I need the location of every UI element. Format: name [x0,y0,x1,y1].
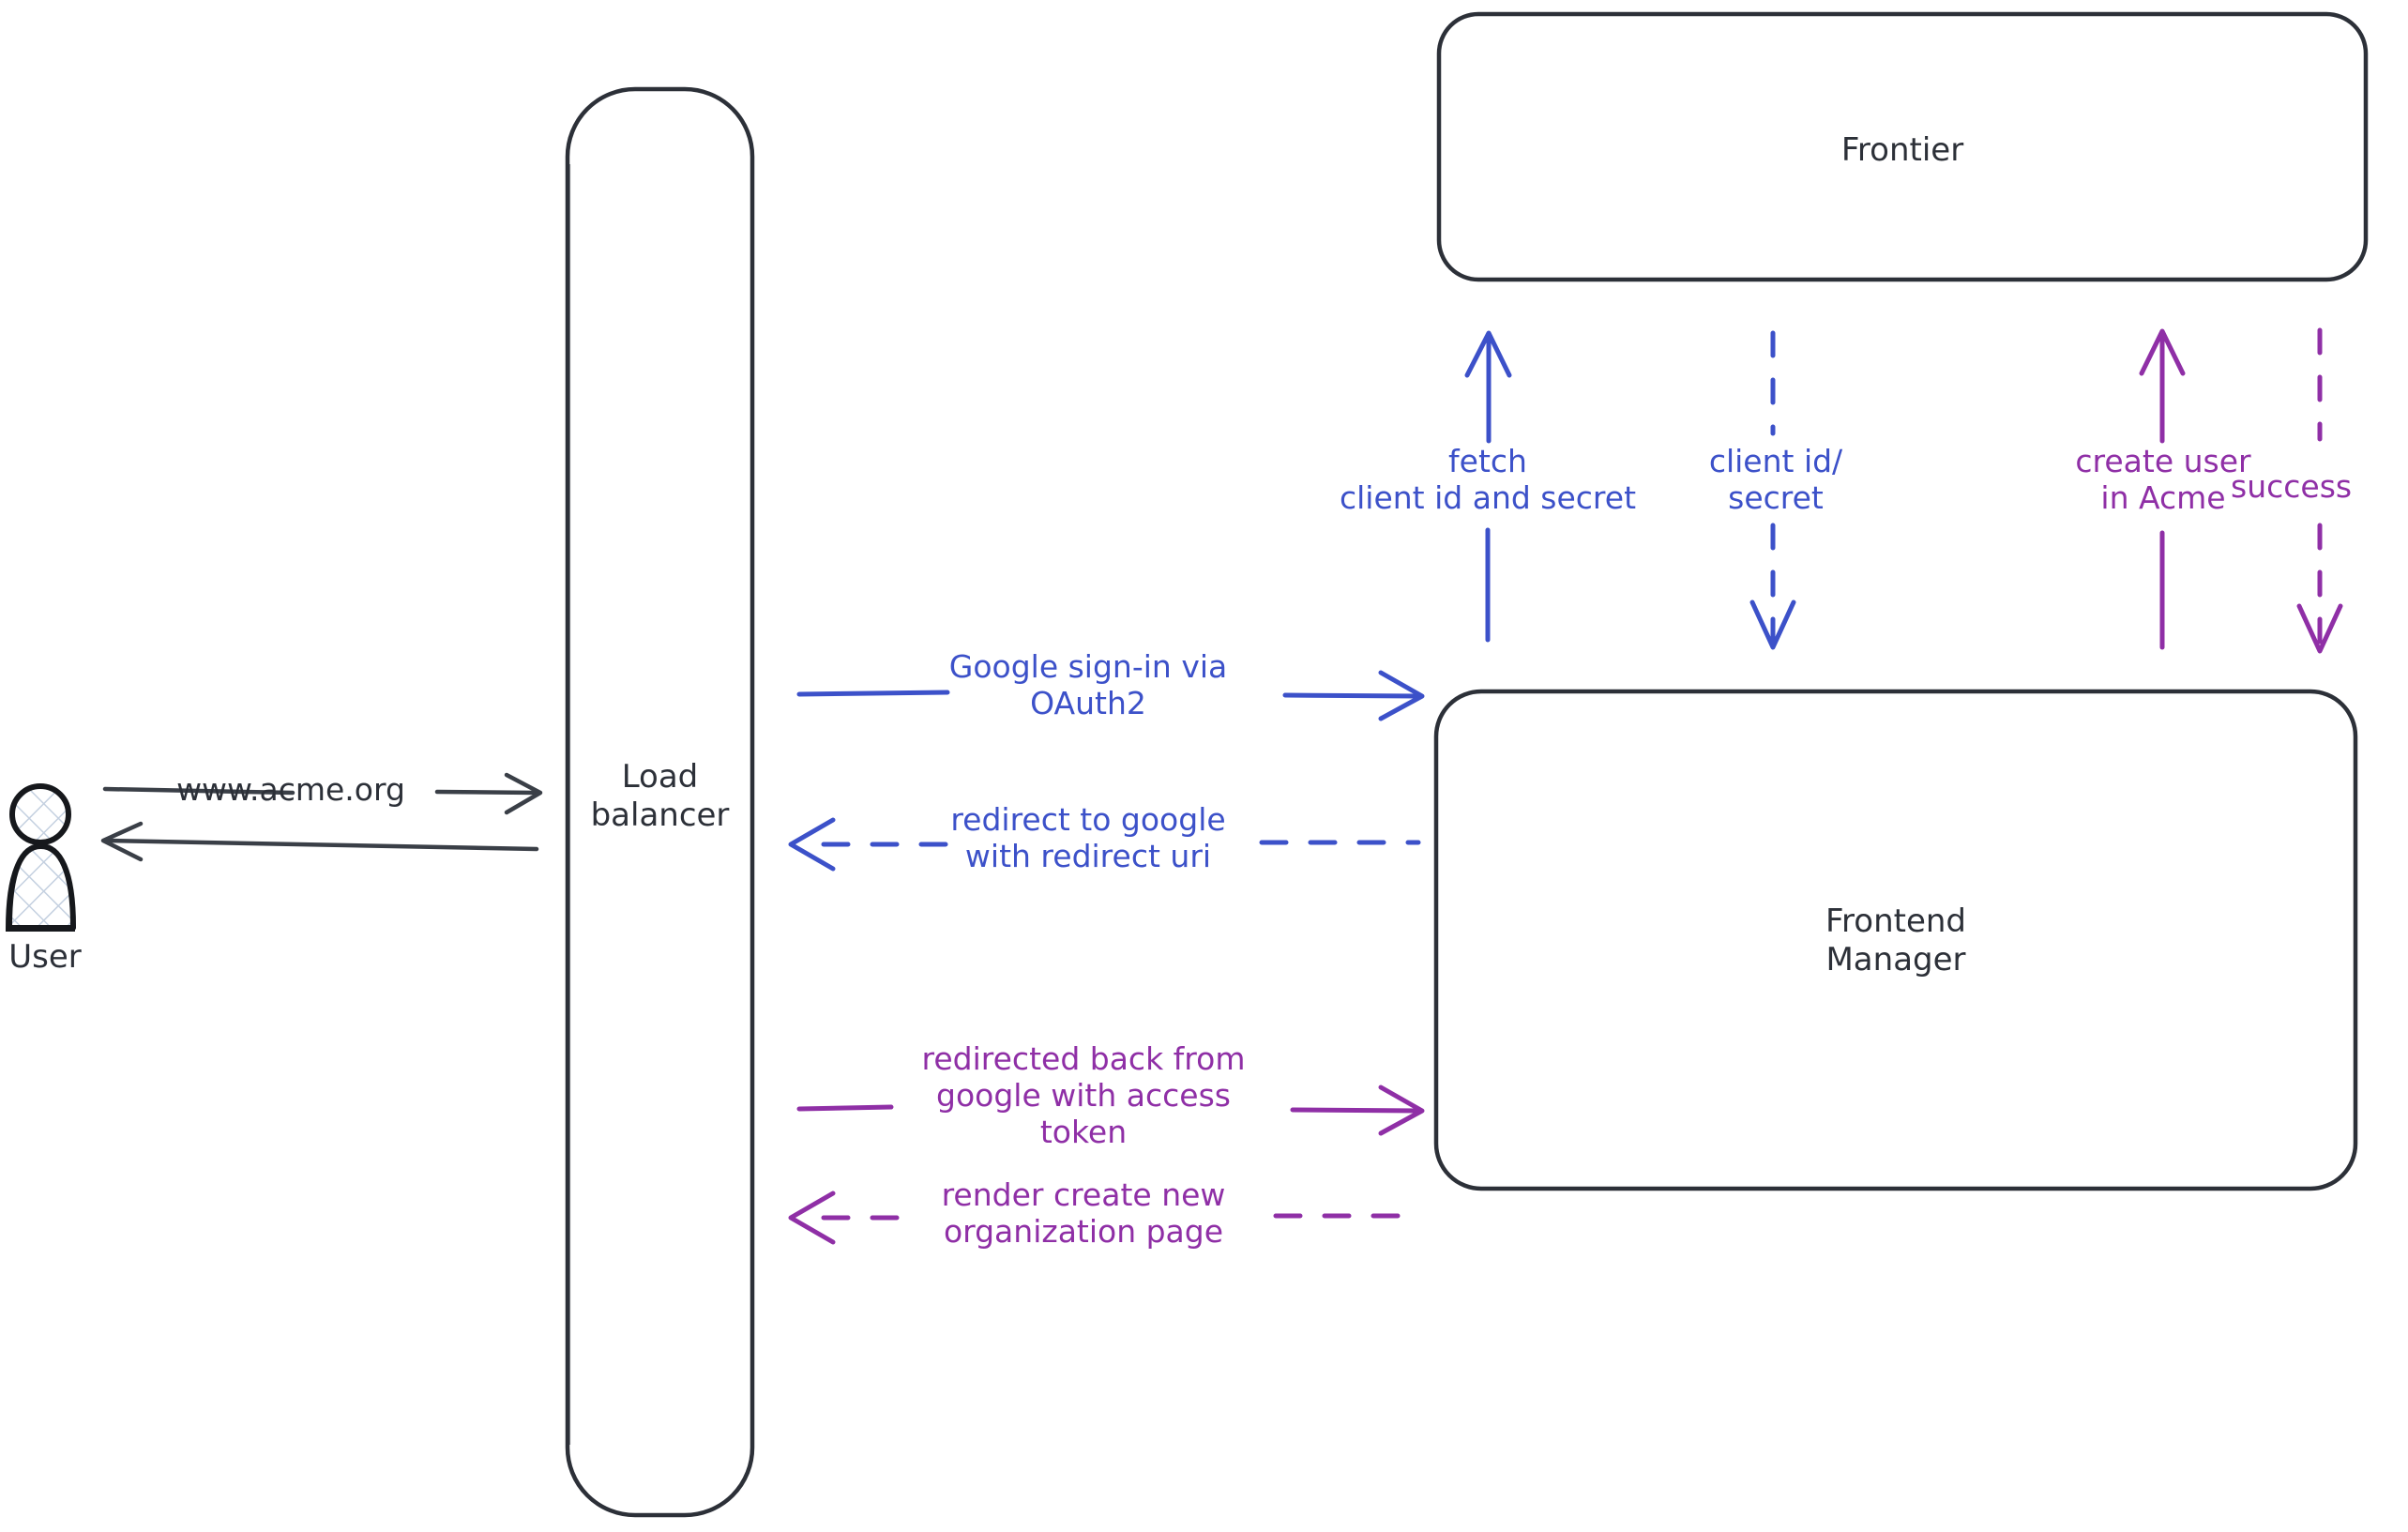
edge-create-user-in-acme [2139,328,2186,650]
edge-success-response [2296,327,2343,654]
edge-lb-to-user [100,821,539,862]
edge-redirect-to-google [788,817,1421,872]
user-actor-icon [5,783,76,932]
edge-client-id-secret-response [1749,330,1796,650]
edge-fetch-client-id-secret [1464,330,1512,643]
edge-render-create-org [788,1191,1421,1245]
edge-google-signin [796,670,1425,721]
node-frontier[interactable] [1436,11,2369,282]
edge-user-to-lb [102,772,543,815]
node-load-balancer[interactable] [565,86,755,1518]
edge-redirected-back-token [796,1085,1425,1136]
node-frontend-manager[interactable] [1433,689,2358,1191]
